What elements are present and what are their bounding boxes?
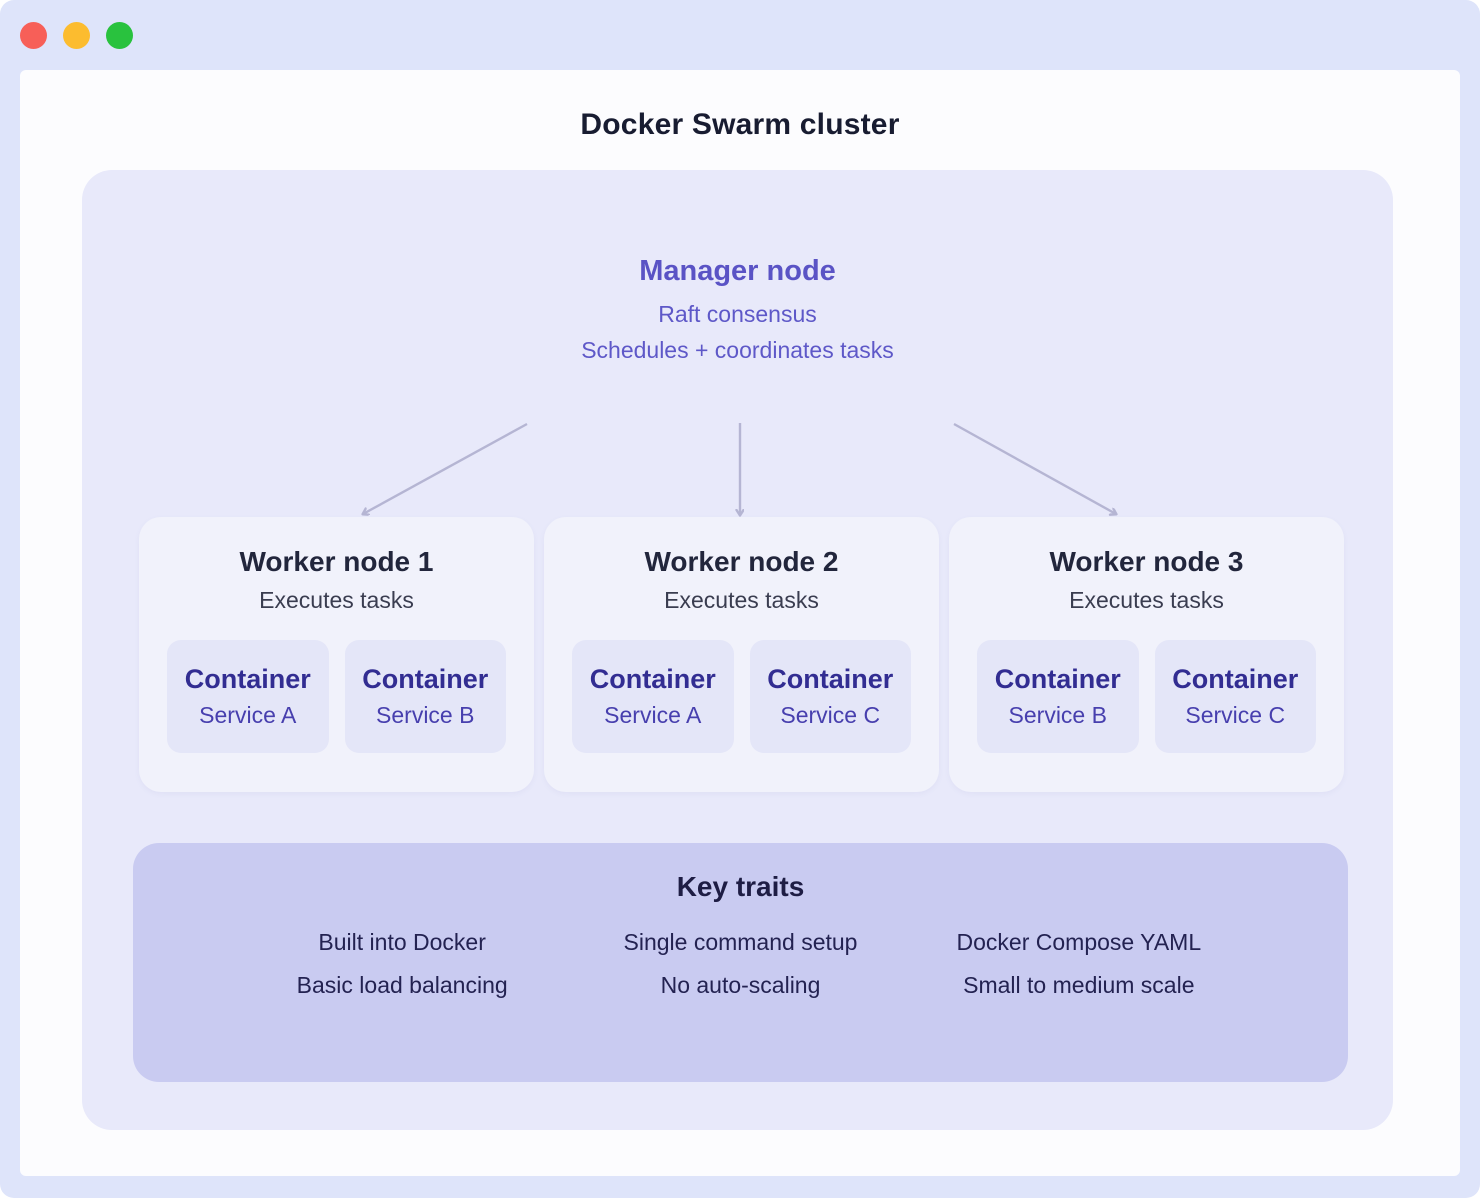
trait-item: Basic load balancing	[296, 972, 508, 998]
trait-item: Built into Docker	[318, 929, 486, 955]
container-chip: Container Service A	[572, 640, 734, 753]
container-chip: Container Service C	[749, 640, 911, 753]
trait-item: Docker Compose YAML	[956, 929, 1202, 955]
container-label: Container	[589, 664, 716, 694]
key-traits-panel: Key traits Built into Docker Single comm…	[133, 843, 1348, 1082]
container-label: Container	[184, 664, 311, 694]
container-service: Service C	[1185, 702, 1286, 728]
workers-row: Worker node 1 Executes tasks Container S…	[139, 517, 1344, 792]
container-chip: Container Service C	[1154, 640, 1316, 753]
container-label: Container	[362, 664, 489, 694]
trait-item: Single command setup	[623, 929, 858, 955]
minimize-button[interactable]	[63, 22, 90, 49]
container-service: Service A	[199, 702, 297, 728]
traffic-lights	[20, 22, 133, 49]
container-label: Container	[994, 664, 1121, 694]
worker-node-3-subtitle: Executes tasks	[1069, 587, 1224, 613]
worker-node-3-card: Worker node 3 Executes tasks Container S…	[949, 517, 1344, 792]
manager-node-title: Manager node	[639, 255, 836, 287]
manager-to-worker3-arrow	[953, 422, 1116, 514]
worker-node-1-subtitle: Executes tasks	[259, 587, 414, 613]
key-traits-title: Key traits	[676, 871, 805, 902]
container-service: Service B	[376, 702, 475, 728]
manager-node-line2: Schedules + coordinates tasks	[581, 337, 894, 363]
container-service: Service A	[604, 702, 702, 728]
container-label: Container	[1172, 664, 1299, 694]
worker-node-2-containers: Container Service A Container Service C	[544, 640, 939, 753]
worker-node-1-title: Worker node 1	[239, 546, 434, 577]
container-service: Service B	[1008, 702, 1107, 728]
trait-item: Small to medium scale	[963, 972, 1195, 998]
worker-node-3-title: Worker node 3	[1049, 546, 1244, 577]
manager-node-line1: Raft consensus	[658, 301, 817, 327]
worker-node-1-containers: Container Service A Container Service B	[139, 640, 534, 753]
manager-to-worker1-arrow	[363, 422, 528, 514]
container-label: Container	[767, 664, 894, 694]
manager-node: Manager node Raft consensus Schedules + …	[82, 255, 1393, 364]
key-traits-grid: Built into Docker Single command setup D…	[133, 929, 1348, 999]
container-chip: Container Service B	[977, 640, 1139, 753]
container-chip: Container Service A	[167, 640, 329, 753]
trait-item: No auto-scaling	[660, 972, 821, 998]
content-card: Docker Swarm cluster Manager node Raft c…	[20, 70, 1460, 1176]
worker-node-2-title: Worker node 2	[644, 546, 839, 577]
zoom-button[interactable]	[106, 22, 133, 49]
cluster-panel: Manager node Raft consensus Schedules + …	[82, 170, 1393, 1130]
container-service: Service C	[780, 702, 881, 728]
worker-node-3-containers: Container Service B Container Service C	[949, 640, 1344, 753]
worker-node-1-card: Worker node 1 Executes tasks Container S…	[139, 517, 534, 792]
diagram-title: Docker Swarm cluster	[580, 108, 900, 141]
worker-node-2-subtitle: Executes tasks	[664, 587, 819, 613]
close-button[interactable]	[20, 22, 47, 49]
container-chip: Container Service B	[344, 640, 506, 753]
worker-node-2-card: Worker node 2 Executes tasks Container S…	[544, 517, 939, 792]
